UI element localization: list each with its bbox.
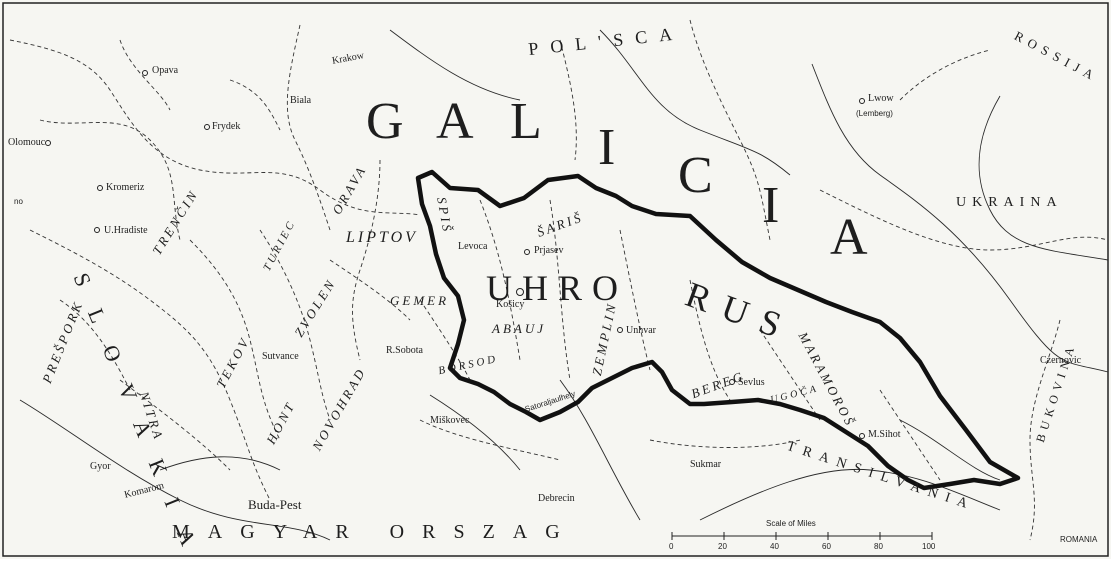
magyar-orszag-label: MAGYAR ORSZAG [172,521,578,543]
uhro-rus-border [415,169,1021,491]
city-frydek: Frydek [212,121,241,132]
liptov-label: LIPTOV [346,229,418,246]
romania-label: ROMANIA [1060,535,1098,544]
scale-tick-label: 60 [822,542,831,551]
city-buda-pest: Buda-Pest [248,497,302,512]
city-sukmar: Sukmar [690,459,722,470]
city-prjasev: Prjasev [534,245,564,256]
city-olomouc: Olomouc [8,137,46,148]
uhro-label: UHRO [486,268,629,308]
galicia-letter: I [598,119,616,176]
city-unhvar: Unhvar [626,325,656,336]
galicia-letter: L [510,93,542,150]
city-czernovic: Czernovic [1040,355,1082,366]
city-levoca: Levoca [458,241,488,252]
galicia-letter: C [678,147,713,204]
galicia-letter: A [830,209,868,266]
scale-bar [671,532,933,540]
city-opava: Opava [152,65,179,76]
rivers [19,29,1109,541]
scale-tick-label: 40 [770,542,779,551]
abauj-label: ABAUJ [492,321,546,336]
galicia-letter: G [366,93,404,150]
gemer-label: GEMER [390,293,450,308]
city-biala: Biala [290,95,312,106]
city-gyor: Gyor [90,461,111,472]
ukraina-label: UKRAINA [956,195,1063,210]
map-lines [2,2,1109,557]
city-sutvance: Sutvance [262,351,299,362]
scale-tick-label: 100 [922,542,936,551]
map-frame [2,2,1109,557]
scale-tick-label: 20 [718,542,727,551]
scale-tick-label: 0 [669,542,674,551]
city-u-hradiste: U.Hradiste [104,225,148,236]
borders [9,19,1109,541]
scale-title: Scale of Miles [766,519,816,528]
galicia-letter: I [762,177,780,234]
city-lwow: Lwow [868,93,894,104]
city-r-sobota: R.Sobota [386,345,423,356]
city-markers [45,70,865,439]
city-kromeriz: Kromeriz [106,182,145,193]
galicia-letter: A [436,93,474,150]
city-kosicy: Košicy [496,299,525,310]
city-lemberg: (Lemberg) [856,109,893,118]
edge-fragment: no [14,197,23,206]
city-miskovec: Miškovec [430,415,470,426]
city-sevlus: Sevlus [738,377,765,388]
city-m-sihot: M.Sihot [868,429,901,440]
city-debrecin: Debrecin [538,493,575,504]
scale-tick-label: 80 [874,542,883,551]
